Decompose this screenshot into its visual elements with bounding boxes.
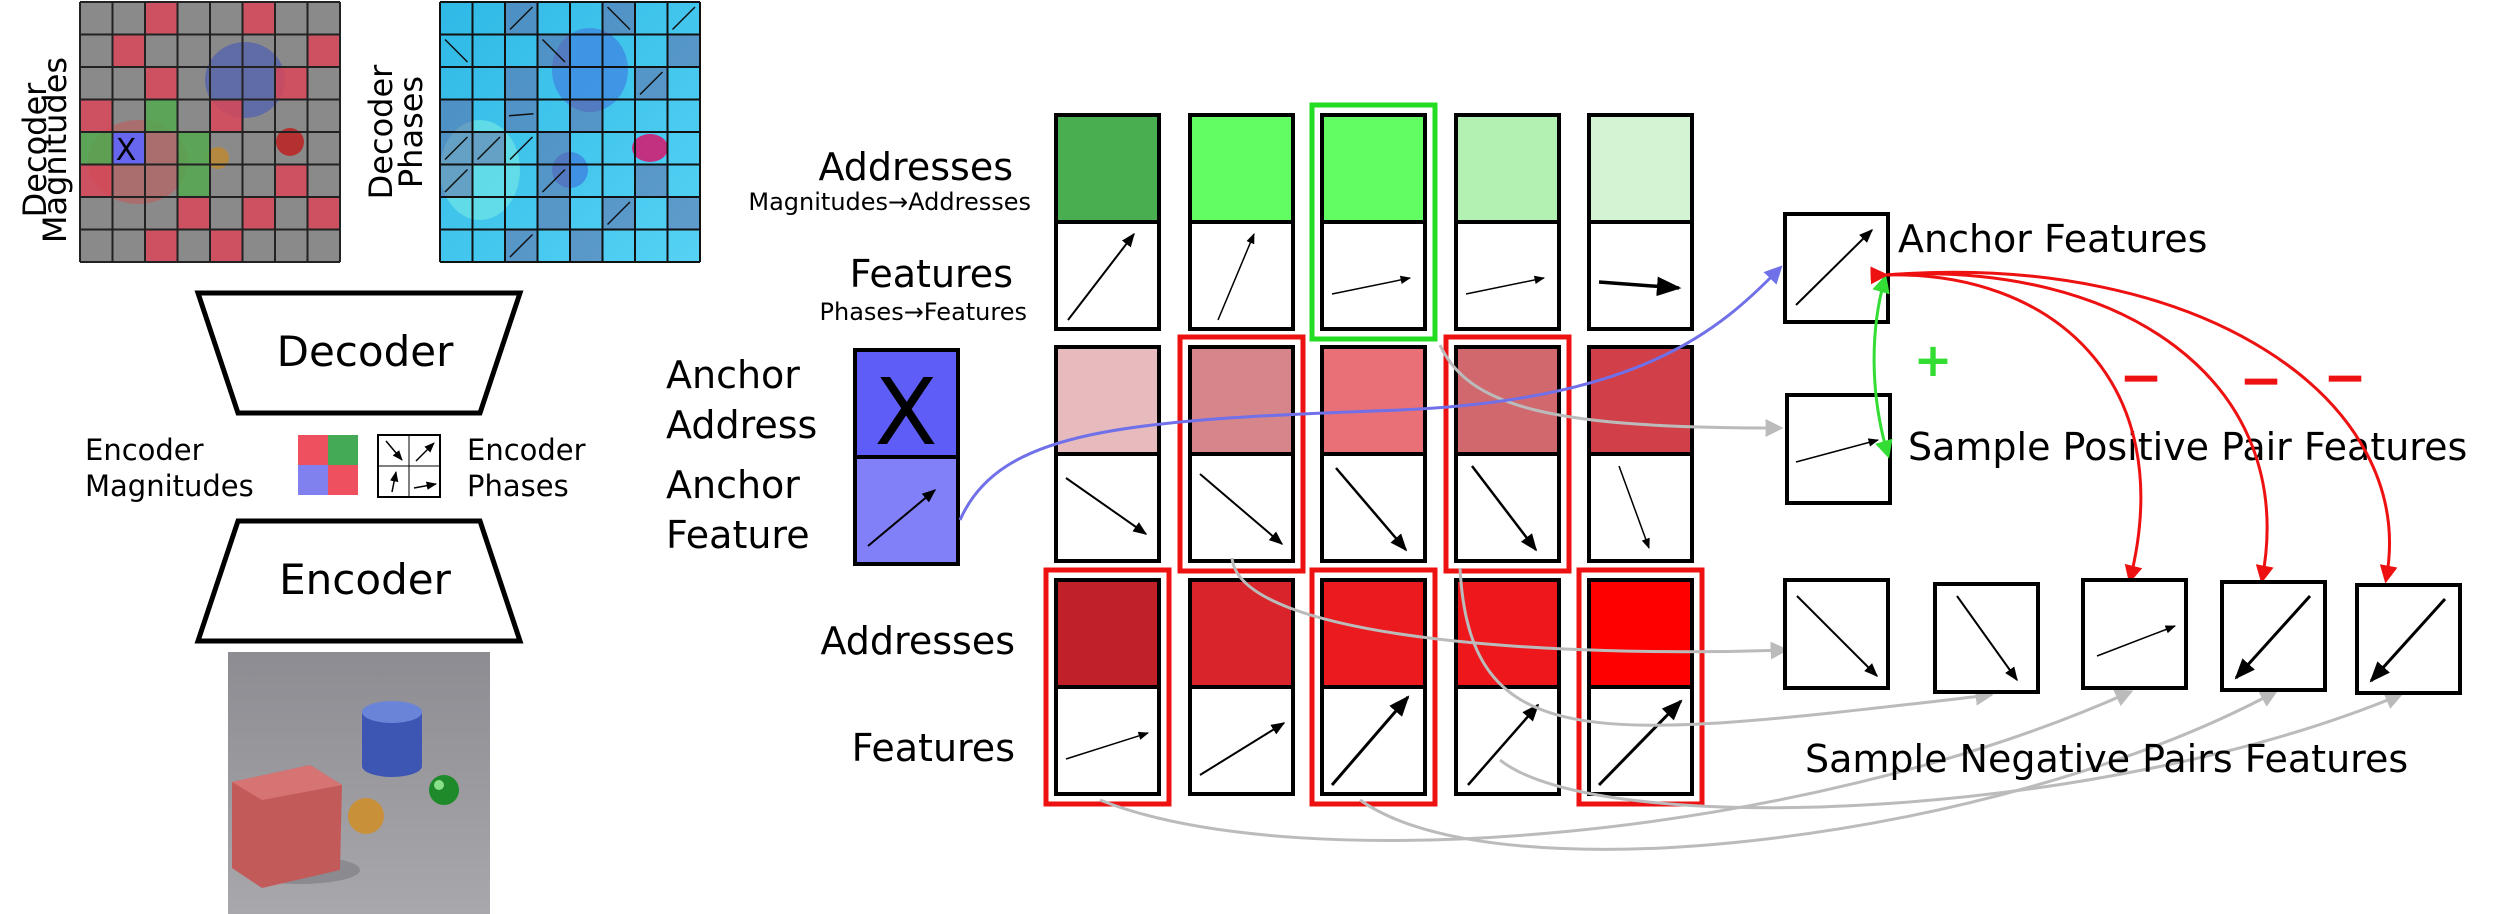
encoder-phases-label-2: Phases [467,469,569,503]
vector-arrow-icon [1067,232,1135,321]
grid-cell [1188,345,1295,563]
anchor-feature-arrow [958,265,1783,521]
vector-arrow-icon [2369,597,2447,683]
encoder-magnitude-code [298,435,358,495]
grid-cell [1188,113,1295,331]
encoder-trapezoid-icon [194,518,524,644]
vector-arrow-icon [1217,233,1255,321]
encoder-phases-label-1: Encoder [467,433,586,467]
vector-arrow-icon [2234,594,2312,680]
highlight-frame [1177,334,1306,574]
grid-cell [1454,113,1561,331]
decoder-magnitudes-label-2: Magnitudes [36,57,74,243]
decoder-magnitudes-grid: X [79,1,341,263]
addresses-label: Addresses [818,145,1013,189]
anchor-feature-label-1: Anchor [666,463,800,507]
vector-arrow-icon [1471,465,1538,552]
grid-cell [1320,113,1427,331]
negative-sign-2: − [2239,351,2283,411]
positive-pair-arrow [1438,344,1784,437]
positive-pair-box [1785,393,1892,505]
vector-arrow-icon [1467,703,1540,786]
highlight-frame [1309,102,1438,342]
vector-arrow-icon [1796,595,1878,677]
phases-to-features-label: Phases→Features [820,298,1027,326]
x-mark: X [116,133,137,168]
vector-arrow-icon [1065,477,1148,535]
anchor-features-box [1783,212,1890,324]
anchor-address-label-2: Address [666,403,817,447]
vector-arrow-icon [1199,473,1284,545]
grid-cell [1054,578,1161,796]
highlight-frame [1576,567,1705,807]
decoder-magnitudes-label-1: Decoder [16,82,54,218]
negative-sample-box [1783,578,1890,690]
sample-positive-label: Sample Positive Pair Features [1908,425,2467,469]
vector-arrow-icon [1956,595,2018,682]
vector-arrow-icon [1331,275,1412,295]
encoder-magnitudes-label-1: Encoder [85,433,204,467]
negative-link-arrow-2 [1884,272,2274,584]
grid-cell [1587,345,1694,563]
decoder-phases-label-1: Decoder [362,64,400,200]
negative-arrow-2 [1458,567,1994,727]
negative-sign-1: − [2119,348,2163,408]
anchor-feature-label-2: Feature [666,513,810,557]
negative-arrow-1 [1230,557,1789,660]
grid-cell [1188,578,1295,796]
grid-cell [1454,345,1561,563]
anchor-cell: X [853,348,960,566]
highlight-frame [1443,334,1572,574]
highlight-frame [1309,567,1438,807]
sample-negative-label: Sample Negative Pairs Features [1805,737,2408,781]
negative-arrow-5 [1499,692,2404,810]
positive-sign: + [1914,333,1953,387]
negative-arrow-3 [1099,689,2134,842]
encoder-label: Encoder [279,555,451,604]
vector-arrow-icon [1335,467,1408,552]
vector-arrow-icon [2096,625,2176,657]
encoder-phase-code [377,434,441,498]
vector-arrow-icon [1330,695,1410,786]
features-label: Features [850,252,1013,296]
negative-link-arrow-1 [1870,266,2143,584]
negative-sign-3: − [2323,348,2367,408]
vector-arrow-icon [1597,699,1683,787]
grid-cell [1320,345,1427,563]
negative-sample-box [2081,578,2188,690]
negative-sample-box [2355,583,2462,695]
anchor-features-label: Anchor Features [1898,217,2207,261]
grid-cell [1054,113,1161,331]
decoder-phases-grid [439,1,701,263]
decoder-phases-label-2: Phases [392,76,430,188]
encoder-magnitudes-label-2: Magnitudes [85,469,254,503]
vector-arrow-icon [1598,276,1682,297]
bottom-addresses-label: Addresses [820,619,1015,663]
anchor-vector-arrow-icon [867,489,937,547]
grid-cell [1587,113,1694,331]
vector-arrow-icon [1065,731,1150,760]
grid-cell [1054,345,1161,563]
grid-cell [1454,578,1561,796]
magnitudes-to-addresses-label: Magnitudes→Addresses [748,188,1031,216]
vector-arrow-icon [1199,722,1286,776]
bottom-features-label: Features [852,726,1015,770]
negative-sample-box [2220,580,2327,692]
negative-link-arrow-3 [1884,270,2398,584]
decoder-trapezoid-icon [194,290,524,416]
grid-cell [1320,578,1427,796]
anchor-address-label-1: Anchor [666,353,800,397]
grid-cell [1587,578,1694,796]
decoder-label: Decoder [277,327,454,376]
input-scene-image [228,652,490,914]
vector-arrow-icon [1618,465,1650,549]
vector-arrow-icon [1465,275,1546,295]
anchor-x: X [874,359,937,466]
negative-arrow-4 [1359,690,2279,851]
negative-sample-box [1933,582,2040,694]
